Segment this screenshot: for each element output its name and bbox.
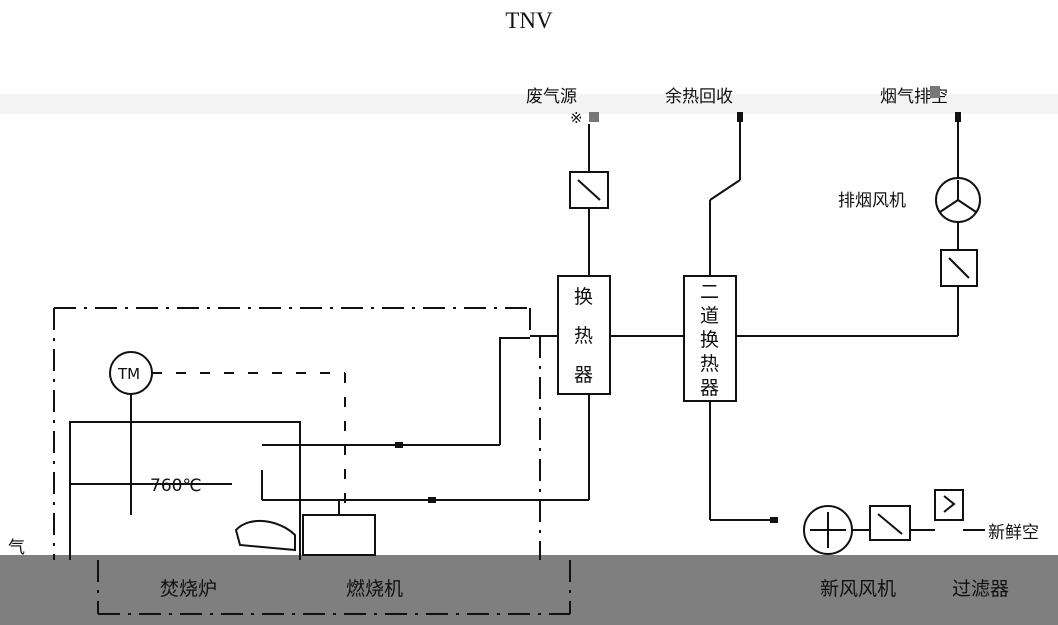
exhaust-fan-label: 排烟风机 xyxy=(838,191,906,211)
filter-label: 过滤器 xyxy=(952,578,1009,600)
incinerator-outline xyxy=(69,421,301,560)
secondary-heat-exchanger xyxy=(683,275,737,402)
heat-recovery-label: 余热回收 xyxy=(665,87,733,107)
heat-exchanger-char-3: 器 xyxy=(574,364,593,386)
fresh-air-fan-label: 新风风机 xyxy=(820,578,896,600)
vent-marker xyxy=(930,86,940,98)
heat-recovery-arrow xyxy=(737,112,743,122)
burner-label: 燃烧机 xyxy=(346,578,403,600)
thermometer-label: TM xyxy=(117,365,140,383)
inlet-symbol: ※ xyxy=(570,109,583,127)
secondary-exchanger-char-2: 道 xyxy=(700,305,719,327)
filter-icon xyxy=(934,489,964,521)
gas-label: 气 xyxy=(8,538,25,558)
heat-exchanger-char-2: 热 xyxy=(574,325,593,347)
fresh-air-label: 新鲜空 xyxy=(988,523,1039,543)
exhaust-source-label: 废气源 xyxy=(526,87,577,107)
flow-marker-1 xyxy=(395,442,403,448)
page-title: TNV xyxy=(505,8,553,33)
secondary-exchanger-char-5: 器 xyxy=(700,377,719,399)
flow-marker-2 xyxy=(428,497,436,503)
burner-nozzle-icon xyxy=(234,519,296,552)
temperature-label: 760℃ xyxy=(150,476,202,496)
inlet-marker xyxy=(589,112,599,122)
heat-exchanger-char-1: 换 xyxy=(574,286,593,308)
top-gray-band xyxy=(0,94,1058,114)
secondary-exchanger-char-4: 热 xyxy=(700,353,719,375)
secondary-exchanger-char-1: 二 xyxy=(700,281,719,303)
vent-arrow xyxy=(955,112,961,122)
incinerator-label: 焚烧炉 xyxy=(160,578,217,600)
secondary-exchanger-char-3: 换 xyxy=(700,329,719,351)
burner-icon xyxy=(302,514,376,556)
